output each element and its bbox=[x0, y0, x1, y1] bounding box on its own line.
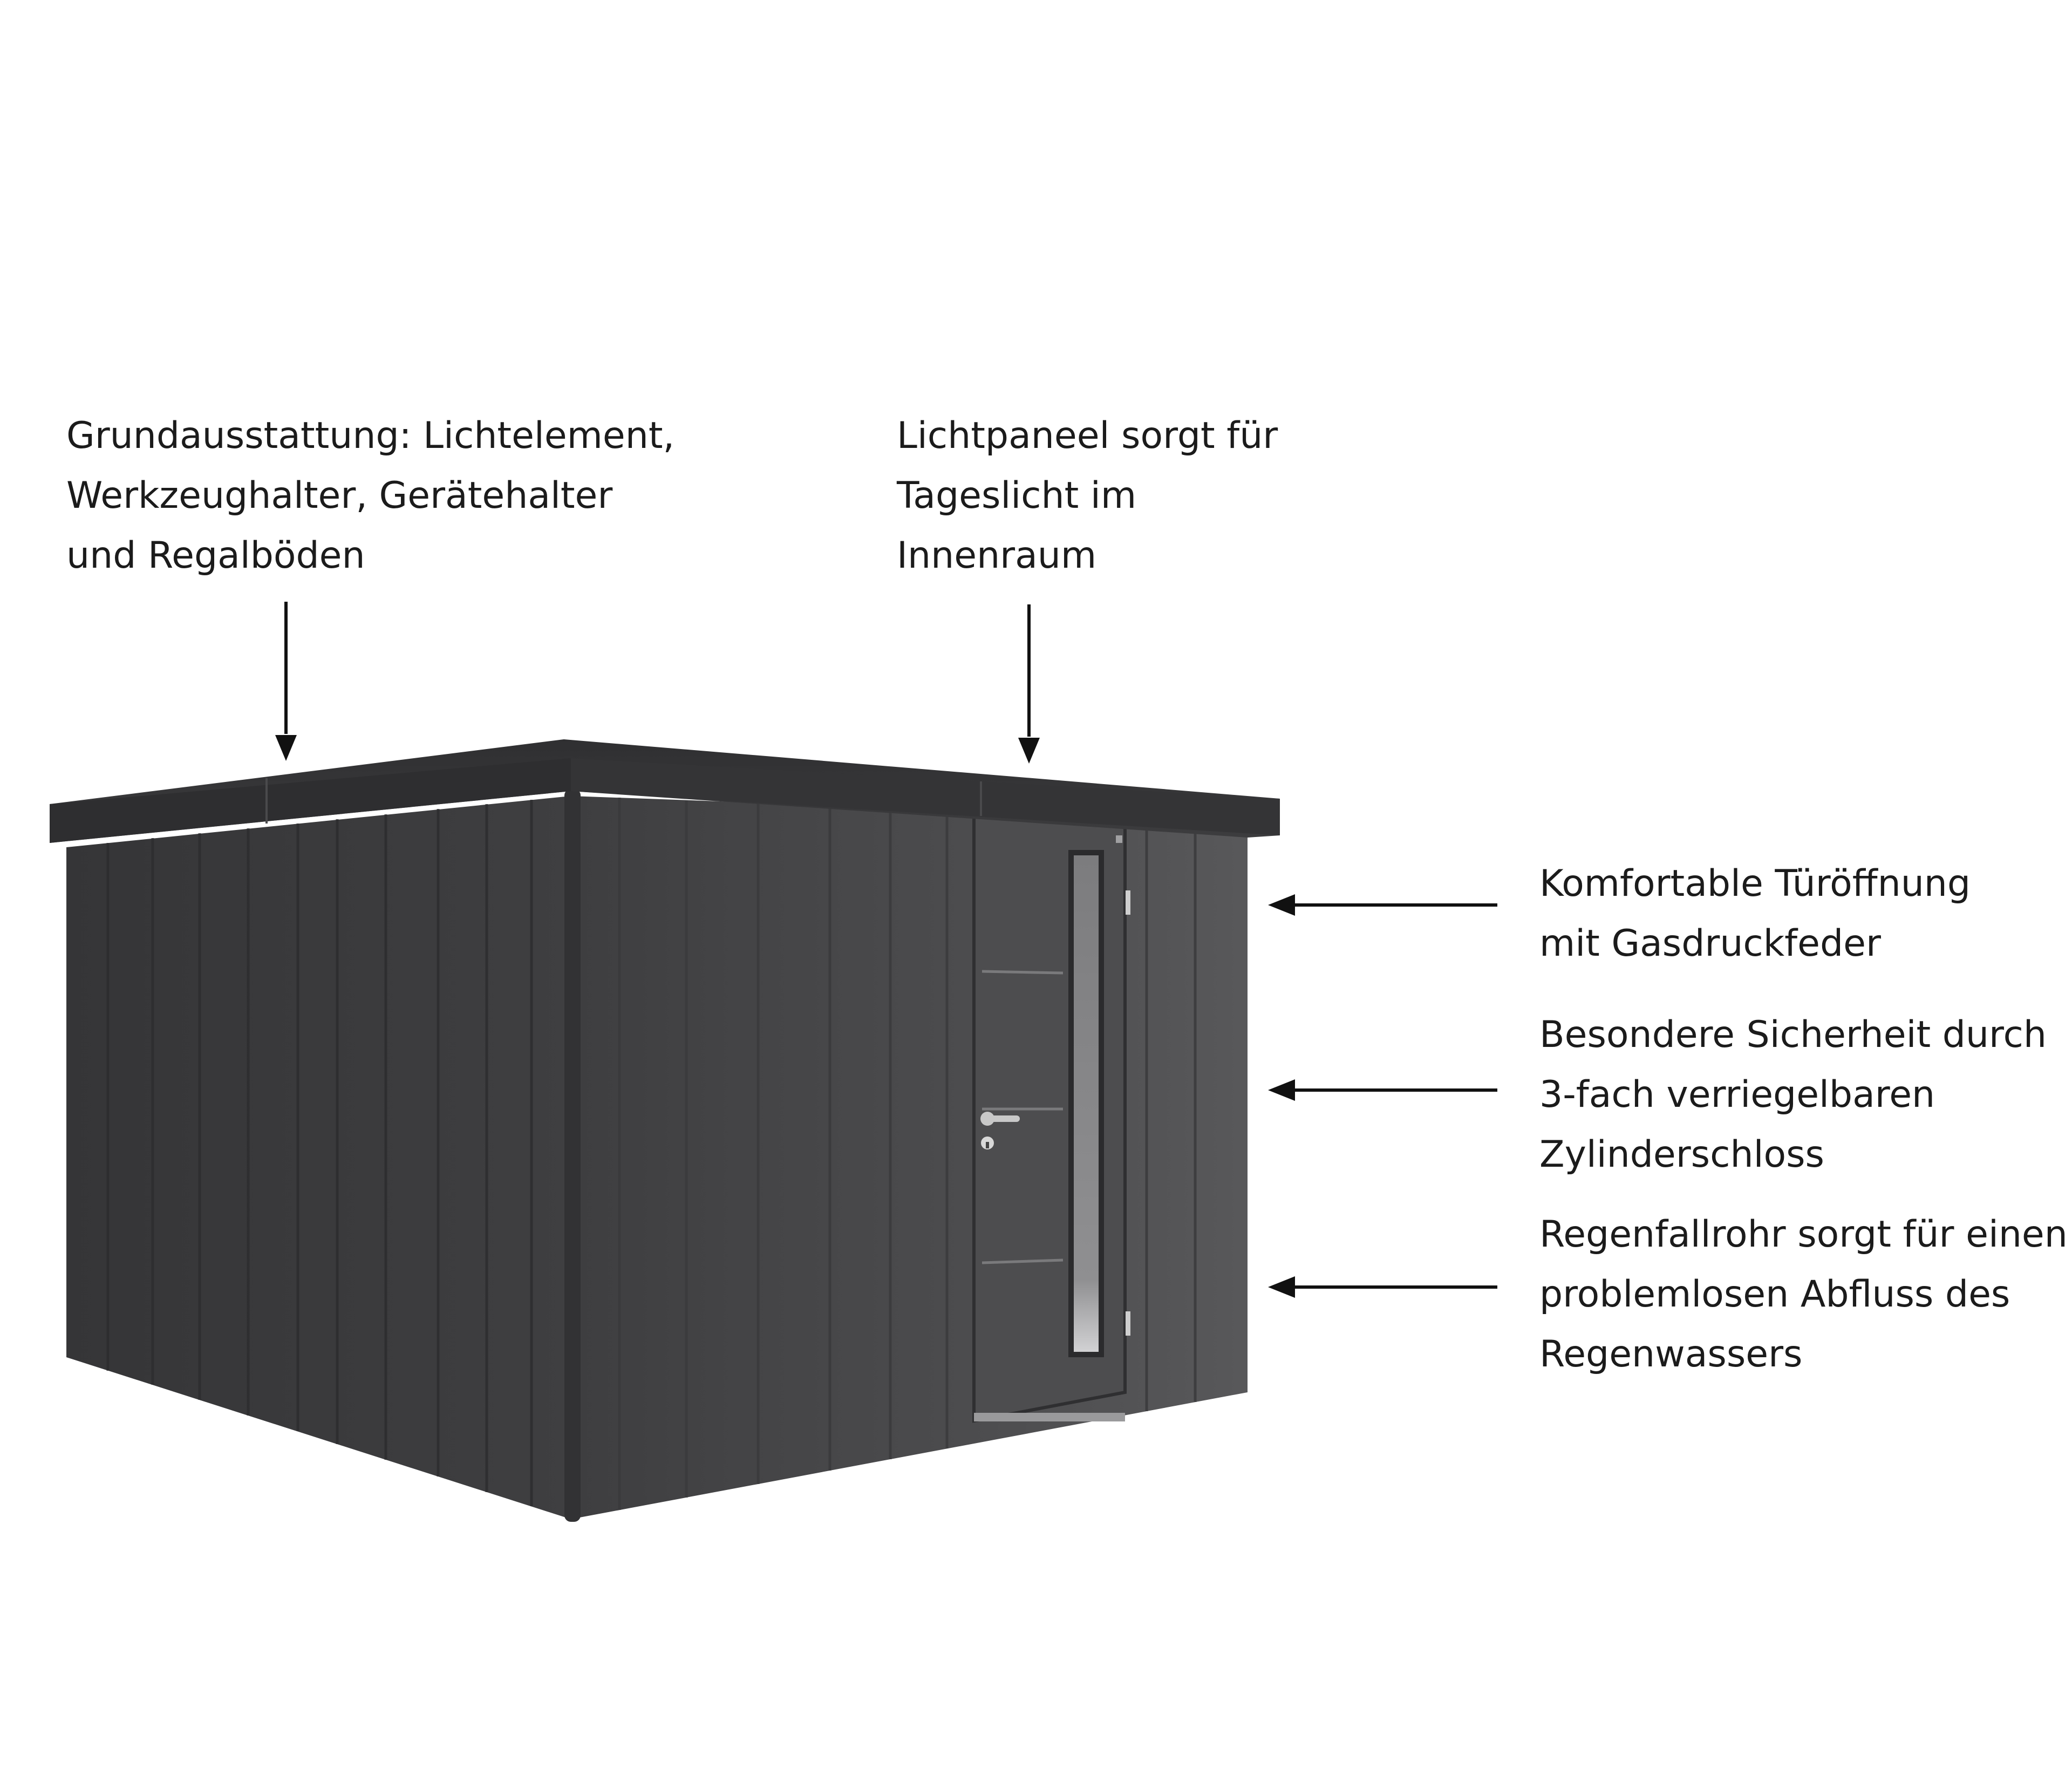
door-decor-lines bbox=[982, 970, 1064, 1264]
lock-cylinder-icon bbox=[981, 1137, 994, 1149]
annotation-downpipe: Regenfallrohr sorgt für einen problemlos… bbox=[1539, 1205, 2068, 1384]
annotation-line: problemlosen Abfluss des bbox=[1539, 1273, 2010, 1316]
annotation-line: Komfortable Türöffnung bbox=[1539, 862, 1971, 905]
annotation-line: Besondere Sicherheit durch bbox=[1539, 1013, 2047, 1056]
annotation-line: Innenraum bbox=[897, 534, 1097, 577]
roof-fascia-front bbox=[571, 758, 1280, 835]
annotation-line: Zylinderschloss bbox=[1539, 1133, 1824, 1176]
door-hinge-icon bbox=[1126, 890, 1130, 1336]
annotation-door-opening: Komfortable Türöffnung mit Gasdruckfeder bbox=[1539, 854, 1971, 974]
door-light-panel bbox=[1068, 850, 1104, 1357]
annotation-line: Grundausstattung: Lichtelement, bbox=[66, 414, 675, 457]
annotation-line: Tageslicht im bbox=[897, 474, 1137, 517]
door-handle-icon bbox=[980, 1112, 1020, 1126]
shed-corner-post bbox=[564, 789, 581, 1522]
annotation-line: Regenfallrohr sorgt für einen bbox=[1539, 1213, 2068, 1256]
annotation-security-lock: Besondere Sicherheit durch 3-fach verrie… bbox=[1539, 1005, 2047, 1185]
arrow-down-icon bbox=[1018, 604, 1040, 764]
arrow-left-icon bbox=[1268, 1079, 1497, 1101]
door-threshold bbox=[974, 1413, 1125, 1421]
annotation-line: Werkzeughalter, Gerätehalter bbox=[66, 474, 613, 517]
front-wall-panel-lines bbox=[618, 798, 1197, 1510]
annotation-basic-equipment: Grundausstattung: Lichtelement, Werkzeug… bbox=[66, 406, 674, 586]
annotation-line: Lichtpaneel sorgt für bbox=[897, 414, 1278, 457]
annotation-line: mit Gasdruckfeder bbox=[1539, 922, 1881, 965]
annotation-line: Regenwassers bbox=[1539, 1333, 1803, 1376]
roof-seams bbox=[265, 778, 982, 824]
annotation-light-panel: Lichtpaneel sorgt für Tageslicht im Inne… bbox=[897, 406, 1278, 586]
arrow-down-icon bbox=[275, 602, 297, 761]
arrow-left-icon bbox=[1268, 894, 1497, 916]
gas-spring-marker bbox=[1116, 835, 1122, 843]
arrow-left-icon bbox=[1268, 1276, 1497, 1298]
shed-side-wall bbox=[66, 796, 571, 1519]
annotation-line: 3-fach verriegelbaren bbox=[1539, 1073, 1935, 1116]
side-wall-panel-lines bbox=[106, 800, 533, 1506]
roof-fascia-side bbox=[50, 758, 571, 843]
annotation-line: und Regalböden bbox=[66, 534, 365, 577]
